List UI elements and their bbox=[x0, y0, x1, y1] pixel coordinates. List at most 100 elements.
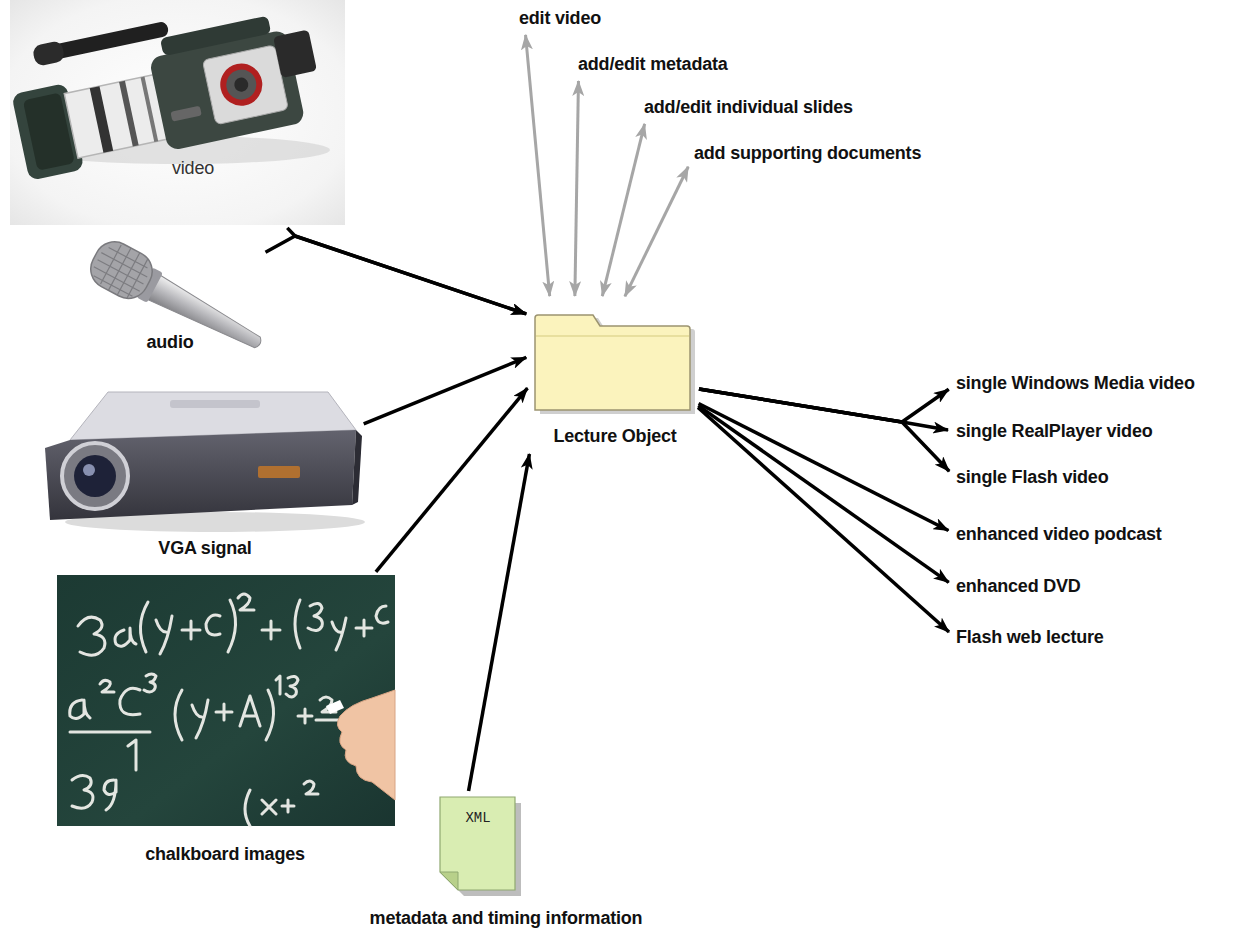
camera-illustration-part-part bbox=[202, 45, 288, 125]
chalk-writing-part bbox=[100, 680, 114, 692]
camera-illustration-part-part bbox=[32, 40, 66, 67]
microphone: audio bbox=[88, 248, 262, 356]
flow-arrow bbox=[376, 388, 528, 572]
camera-illustration-part bbox=[2, 0, 327, 181]
output-label: Flash web lecture bbox=[952, 625, 1108, 650]
projector-illustration-part bbox=[62, 443, 128, 509]
action-label: add/edit individual slides bbox=[640, 95, 857, 120]
chalk-writing-part bbox=[308, 603, 322, 630]
chalk-writing-part bbox=[266, 690, 274, 740]
lecture-folder: Lecture Object bbox=[530, 300, 695, 450]
caption-slot: XML bbox=[465, 808, 490, 829]
chalk-writing-part bbox=[245, 790, 294, 826]
flow-arrow bbox=[698, 408, 949, 633]
output-label: enhanced DVD bbox=[952, 574, 1085, 599]
projector-illustration-part bbox=[258, 466, 300, 478]
action-label: add/edit metadata bbox=[574, 52, 732, 77]
chalk-writing-part bbox=[228, 600, 236, 652]
chalkboard: chalkboard images bbox=[57, 575, 395, 870]
camera-illustration-part-part bbox=[90, 86, 114, 153]
chalk-writing-part bbox=[70, 700, 90, 719]
chalk-writing-part bbox=[238, 594, 254, 610]
label-text: add/edit metadata bbox=[578, 54, 728, 75]
xml-document-illustration bbox=[440, 797, 521, 896]
caption-slot: audio bbox=[147, 332, 194, 353]
edit-arrow bbox=[526, 35, 550, 296]
microphone-illustration-part bbox=[143, 273, 267, 356]
label-text: enhanced DVD bbox=[956, 576, 1081, 597]
video-camera: video bbox=[10, 0, 345, 225]
caption-text: metadata and timing information bbox=[370, 908, 643, 929]
output-label: enhanced video podcast bbox=[952, 522, 1166, 547]
output-label: single Windows Media video bbox=[952, 371, 1199, 396]
chalk-writing-part bbox=[128, 740, 136, 770]
edit-arrow bbox=[625, 167, 688, 297]
camera-illustration-part-part bbox=[220, 63, 263, 106]
caption-text: XML bbox=[465, 808, 490, 829]
projector-illustration-part bbox=[45, 430, 356, 520]
label-text: single Windows Media video bbox=[956, 373, 1195, 394]
chalk-writing-part bbox=[376, 606, 388, 623]
caption-text: video bbox=[172, 158, 214, 179]
projector-illustration bbox=[45, 392, 365, 532]
action-label: edit video bbox=[515, 6, 605, 31]
caption-slot: video bbox=[172, 158, 214, 179]
flow-arrow bbox=[698, 406, 948, 583]
chalkboard-illustration-part bbox=[57, 575, 395, 826]
edit-arrow bbox=[575, 81, 579, 296]
caption-slot: metadata and timing information bbox=[370, 908, 643, 929]
flow-arrow bbox=[266, 236, 527, 314]
caption-slot: VGA signal bbox=[158, 538, 251, 559]
label-text: add supporting documents bbox=[694, 143, 921, 164]
chalk-writing-part bbox=[262, 621, 280, 639]
chalk-writing-part bbox=[298, 709, 312, 723]
camera-illustration-part-part bbox=[119, 81, 139, 147]
chalk-writing-part bbox=[192, 700, 208, 738]
folder-outline bbox=[535, 315, 690, 410]
label-text: Flash web lecture bbox=[956, 627, 1104, 648]
microphone-illustration-part bbox=[87, 237, 155, 304]
output-label: single Flash video bbox=[952, 465, 1112, 490]
projector-illustration-part bbox=[170, 400, 260, 408]
projector-illustration-part bbox=[83, 464, 95, 476]
chalk-writing-part bbox=[304, 781, 318, 794]
flow-arrow bbox=[699, 389, 949, 471]
caption-text: Lecture Object bbox=[553, 426, 676, 447]
caption-text: VGA signal bbox=[158, 538, 251, 559]
caption-text: audio bbox=[147, 332, 194, 353]
chalk-writing-part bbox=[216, 704, 232, 720]
chalk-stick bbox=[326, 700, 344, 714]
folder-flap bbox=[536, 335, 689, 337]
xml-document-illustration-part bbox=[440, 872, 458, 890]
xml-document: XML metadata and timing information bbox=[340, 795, 670, 930]
camera-illustration-part-part bbox=[170, 106, 201, 122]
label-text: edit video bbox=[519, 8, 601, 29]
chalk-writing-part bbox=[356, 620, 372, 636]
chalk-writing bbox=[70, 594, 388, 826]
chalk-writing-part bbox=[295, 600, 300, 648]
microphone-illustration bbox=[84, 235, 272, 365]
action-label: add supporting documents bbox=[690, 141, 925, 166]
chalkboard-illustration bbox=[57, 575, 395, 826]
label-text: single RealPlayer video bbox=[956, 421, 1153, 442]
chalk-writing-part bbox=[332, 618, 346, 650]
chalk-writing-part bbox=[78, 617, 105, 655]
chalk-writing-part bbox=[115, 628, 136, 646]
flow-arrow bbox=[364, 357, 527, 423]
chalk-writing-part bbox=[175, 690, 182, 740]
chalk-writing-part bbox=[70, 731, 150, 734]
chalk-writing-part bbox=[120, 688, 140, 714]
chalk-writing-part bbox=[156, 616, 172, 654]
chalk-writing-part bbox=[72, 775, 116, 810]
projector: VGA signal bbox=[40, 385, 360, 563]
microphone-illustration-part bbox=[84, 235, 160, 306]
caption-slot: Lecture Object bbox=[553, 426, 676, 447]
chalk-writing-part bbox=[240, 696, 260, 726]
label-text: add/edit individual slides bbox=[644, 97, 853, 118]
caption-text: chalkboard images bbox=[145, 844, 305, 865]
xml-document-illustration-part bbox=[440, 797, 515, 890]
flow-arrow bbox=[469, 454, 530, 791]
chalk-writing-part bbox=[276, 676, 298, 697]
